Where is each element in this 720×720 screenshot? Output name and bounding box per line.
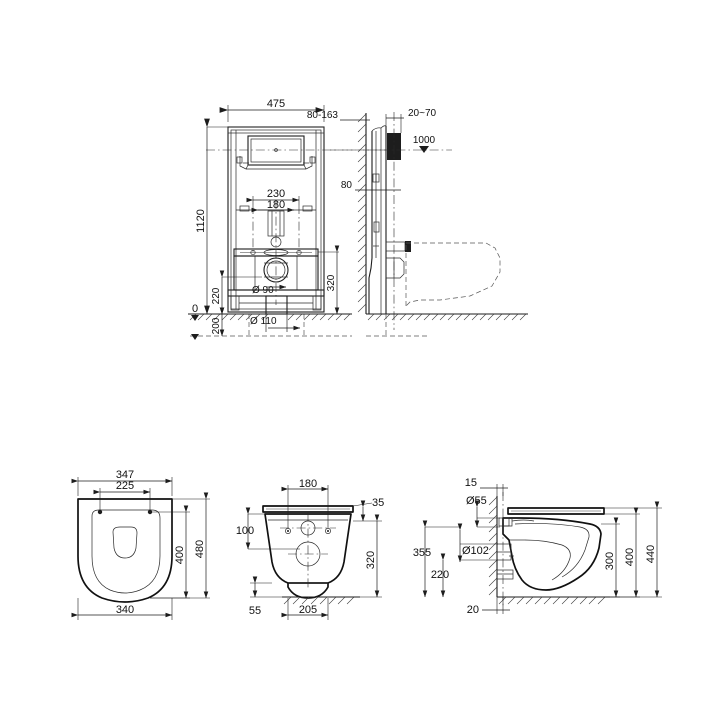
dim-80: 80	[341, 180, 353, 191]
dim-20: 20	[467, 604, 479, 616]
floor-hatching-front	[189, 313, 351, 321]
dim-dia-102: Ø102	[462, 545, 489, 557]
dim-347: 347	[116, 469, 134, 481]
dim-480: 480	[194, 540, 206, 558]
dim-220: 220	[211, 287, 222, 304]
ground-hatching-front	[283, 596, 355, 605]
dim-340: 340	[116, 604, 134, 616]
dim-220-side: 220	[431, 569, 449, 581]
dim-230: 230	[267, 188, 285, 200]
ground-hatching-side	[498, 596, 606, 605]
dim-205: 205	[299, 604, 317, 616]
wall-hatching-side	[488, 496, 498, 596]
dim-475: 475	[267, 98, 285, 110]
dim-180-front: 180	[299, 478, 317, 490]
dim-320-front: 320	[365, 551, 377, 569]
dim-225: 225	[116, 480, 134, 492]
view-installation-frame: 475 1120 230 180 220 0 200	[188, 98, 528, 340]
dim-1120: 1120	[195, 209, 207, 233]
dim-dia-110: Ø 110	[250, 316, 277, 327]
dim-1000: 1000	[413, 135, 436, 146]
dim-320-frame: 320	[326, 274, 337, 291]
dim-dia-55: Ø55	[466, 495, 487, 507]
view-wc-pan-top: 347 225 400 480 340	[71, 469, 210, 620]
dim-100: 100	[236, 525, 254, 537]
dim-300: 300	[604, 552, 616, 570]
wall-hatching	[357, 113, 367, 313]
frame-side-elevation: 80-163 20~70 1000 80	[307, 108, 528, 337]
dim-400-side: 400	[624, 548, 636, 566]
dim-180: 180	[267, 199, 285, 211]
dim-15: 15	[465, 477, 477, 489]
view-wc-pan-side: 15 Ø55 Ø102 355 220 20 300 400	[413, 477, 662, 616]
dim-200: 200	[211, 317, 222, 334]
dim-35: 35	[372, 497, 384, 509]
dim-355: 355	[413, 547, 431, 559]
dim-dia-90: Ø 90	[252, 285, 274, 296]
dim-80-163: 80-163	[307, 110, 339, 121]
floor-hatching-side	[367, 313, 527, 321]
dim-0: 0	[192, 303, 198, 315]
dim-440: 440	[645, 545, 657, 563]
frame-front-elevation: 475 1120 230 180 220 0 200	[188, 98, 400, 340]
fixing-hole-left	[97, 509, 103, 515]
dim-55: 55	[249, 605, 261, 617]
view-wc-pan-front: 180 35 100 320 55 205	[236, 478, 384, 620]
dim-20-70: 20~70	[408, 108, 437, 119]
dim-400-top: 400	[174, 546, 186, 564]
